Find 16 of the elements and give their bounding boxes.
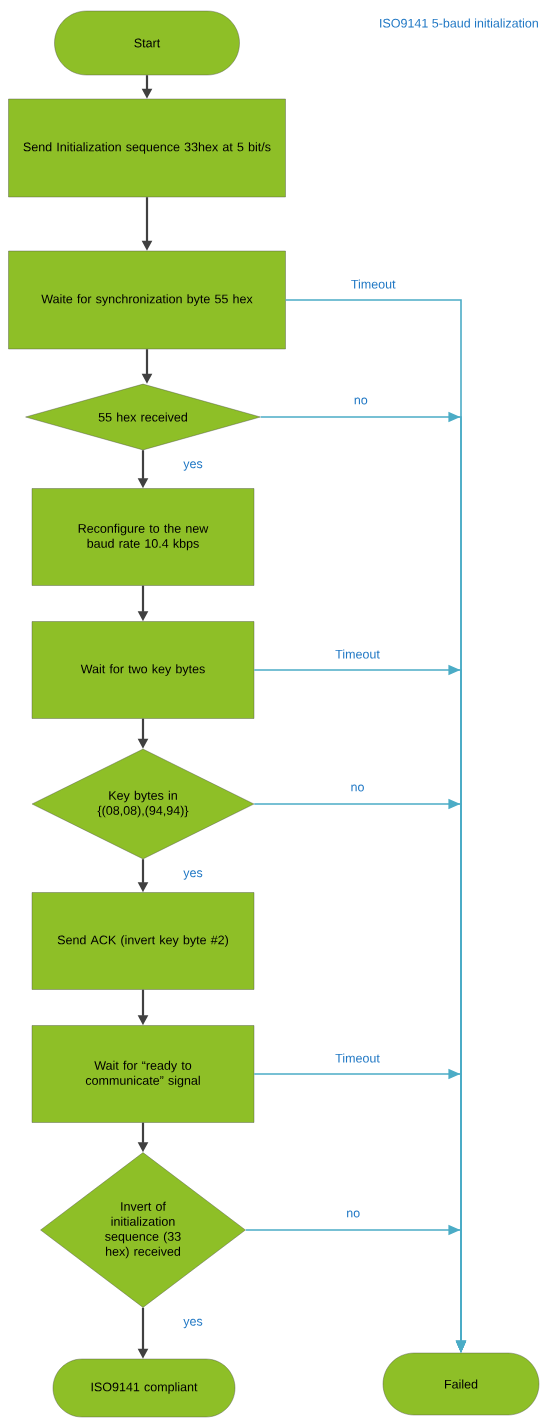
process-box: Send ACK (invert key byte #2) xyxy=(31,892,255,990)
process-box: Wait for “ready to communicate” signal xyxy=(31,1025,255,1123)
edge-label: no xyxy=(349,783,366,793)
edge-label: no xyxy=(345,1209,362,1219)
edge-label: yes xyxy=(182,1317,204,1330)
edge-label: yes xyxy=(182,460,204,472)
edge-label: yes xyxy=(182,869,204,881)
process-box: Reconfigure to the new baud rate 10.4 kbps xyxy=(31,488,255,586)
edge-label: no xyxy=(352,396,369,406)
edge-label: Timeout xyxy=(334,1052,381,1064)
process-box: Wait for two key bytes xyxy=(31,621,255,719)
edge-label: Timeout xyxy=(349,278,397,290)
title: ISO9141 5-baud initialization xyxy=(380,18,538,28)
edge-label: Timeout xyxy=(334,648,381,660)
process-box: Waite for synchronization byte 55 hex xyxy=(8,250,286,350)
process-box: Send Initialization sequence 33hex at 5 bit/s xyxy=(8,98,286,198)
